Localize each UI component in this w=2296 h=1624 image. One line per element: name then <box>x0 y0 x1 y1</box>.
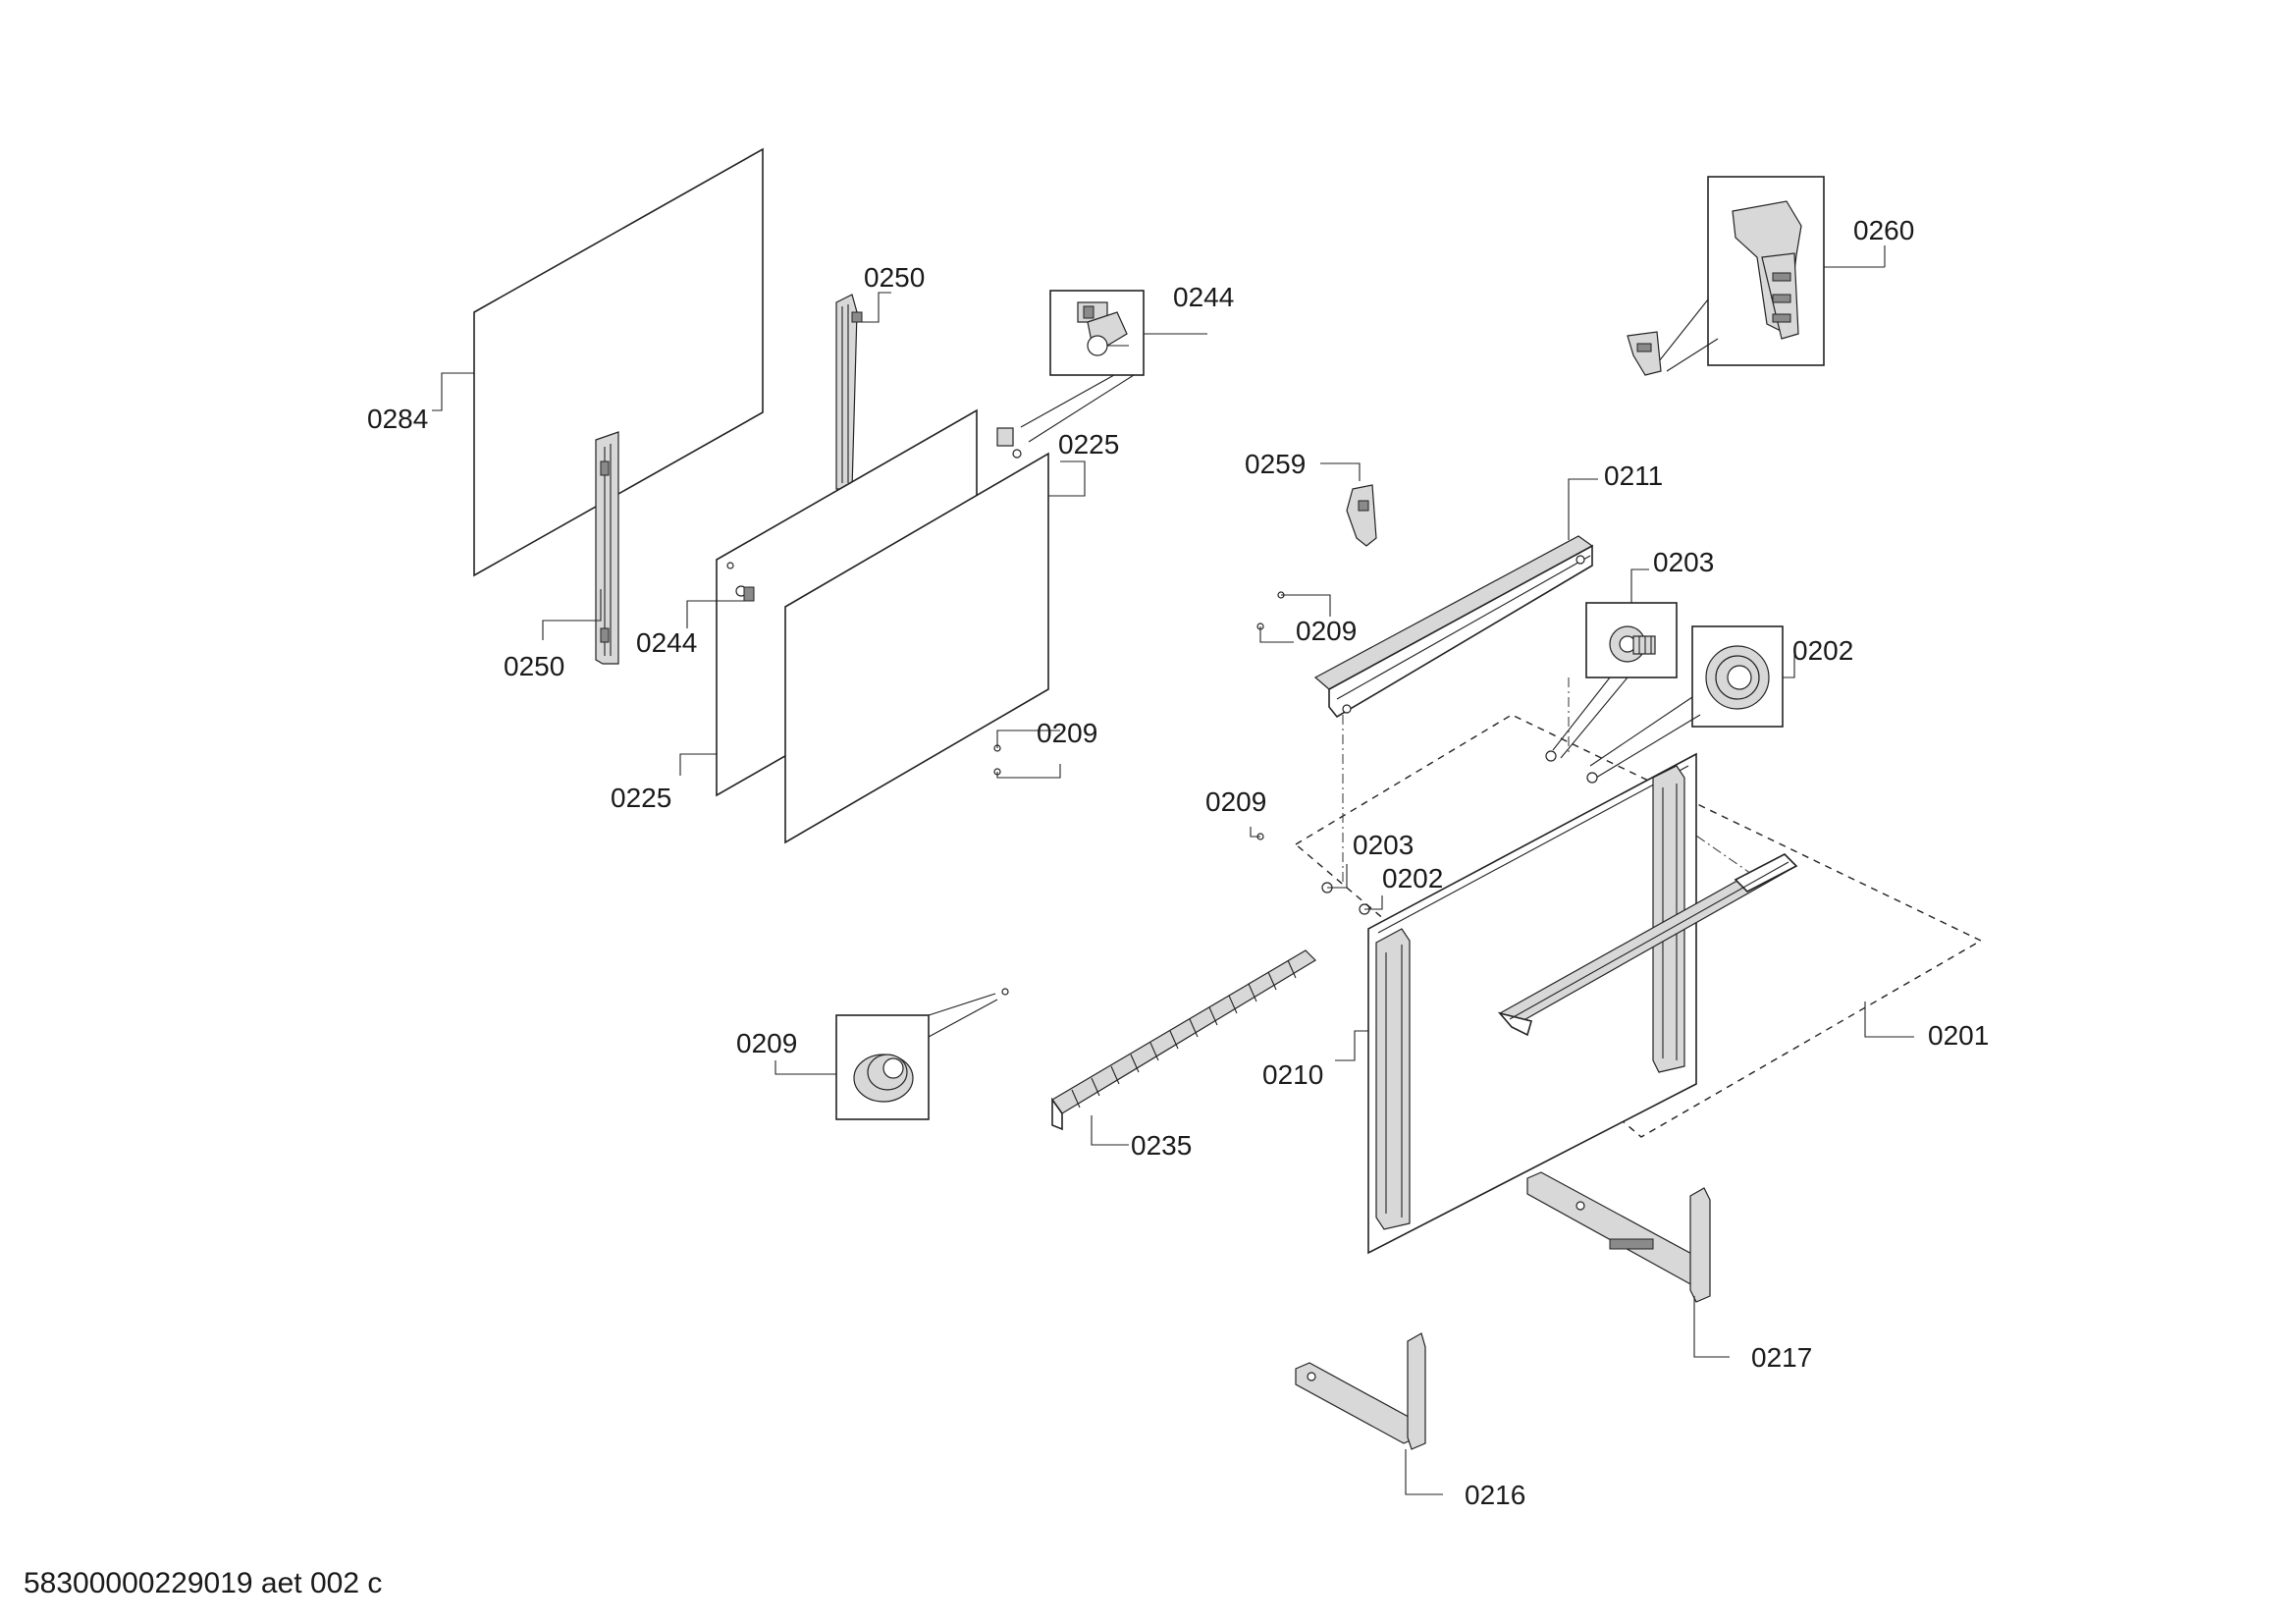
label-0250-top: 0250 <box>864 262 925 293</box>
label-0225-bottom: 0225 <box>611 783 671 813</box>
label-0201: 0201 <box>1928 1020 1989 1051</box>
label-0202-bottom: 0202 <box>1382 863 1443 893</box>
side-profile-left-0250 <box>595 431 619 665</box>
screws-0209-rail <box>1256 591 1331 643</box>
label-0202-top: 0202 <box>1792 635 1853 666</box>
assembly-screws <box>1250 750 1598 915</box>
label-0211: 0211 <box>1604 460 1663 491</box>
hinge-0217 <box>1526 1171 1730 1358</box>
label-0259: 0259 <box>1245 449 1306 479</box>
label-0244-top: 0244 <box>1173 282 1234 312</box>
label-0209-pane: 0209 <box>1037 718 1097 748</box>
leader-0284 <box>432 372 474 411</box>
label-0210: 0210 <box>1262 1059 1323 1090</box>
label-0217: 0217 <box>1751 1342 1812 1373</box>
label-0284: 0284 <box>367 404 428 434</box>
leader-0225-top <box>1048 460 1086 497</box>
label-0203-top: 0203 <box>1653 547 1714 577</box>
top-rail-0211 <box>1313 478 1598 719</box>
label-0250-bottom: 0250 <box>504 651 564 681</box>
seal-callout-0209 <box>774 988 1009 1120</box>
label-0203-bottom: 0203 <box>1353 830 1414 860</box>
label-0216: 0216 <box>1465 1480 1525 1510</box>
document-code: 58300000229019 aet 002 c <box>24 1567 382 1599</box>
inner-glass-pane-0225-front <box>784 452 1049 844</box>
clip-0259 <box>1320 462 1377 547</box>
screws-0209-pane <box>993 730 1061 779</box>
hinge-rail-0235 <box>1051 949 1316 1146</box>
hinge-clip-callout-0244 <box>996 290 1207 459</box>
door-handle <box>1497 853 1798 1037</box>
label-0209-seal: 0209 <box>736 1028 797 1058</box>
label-0209-rail: 0209 <box>1296 616 1357 646</box>
bracket-callout-0260 <box>1627 176 1886 376</box>
side-profile-right-0250 <box>835 294 863 490</box>
leader-0244-bottom <box>686 600 744 628</box>
leader-0250-top <box>861 292 891 323</box>
hinge-0216 <box>1295 1332 1443 1495</box>
outer-glass-pane-0284 <box>473 147 764 577</box>
leader-0250-bottom <box>542 589 602 640</box>
label-0235: 0235 <box>1131 1130 1192 1161</box>
label-0244-bottom: 0244 <box>636 627 697 658</box>
axle-callout-0203 <box>1552 568 1678 759</box>
knob-callout-0202 <box>1589 625 1795 779</box>
leader-0202-bottom <box>1364 895 1383 910</box>
label-0260: 0260 <box>1853 215 1914 245</box>
leader-0225-bottom <box>679 753 717 776</box>
label-0209-center: 0209 <box>1205 786 1266 817</box>
label-0225-top: 0225 <box>1058 429 1119 460</box>
